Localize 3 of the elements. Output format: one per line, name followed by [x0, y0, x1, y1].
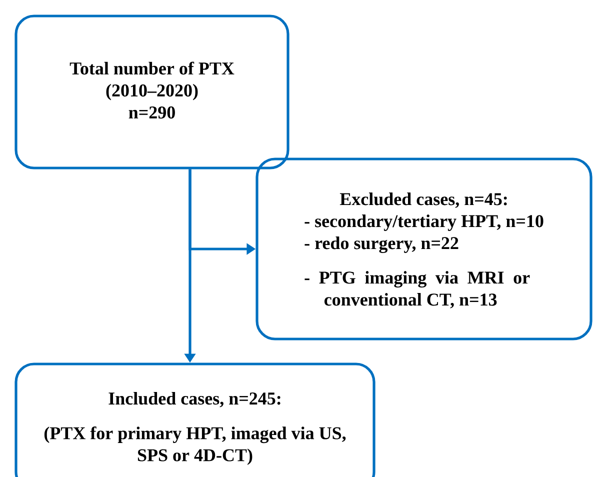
process-box: Excluded cases, n=45: - secondary/tertiary HPT, n=10 - redo surgery, n=22 - PTG imaging via MRI or conventional CT, n=13 — [256, 158, 592, 340]
process-box: Total number of PTX (2010–2020) n=290 — [14, 14, 290, 170]
process-box: Included cases, n=245: (PTX for primary HPT, imaged via US, SPS or 4D-CT) — [14, 362, 376, 477]
